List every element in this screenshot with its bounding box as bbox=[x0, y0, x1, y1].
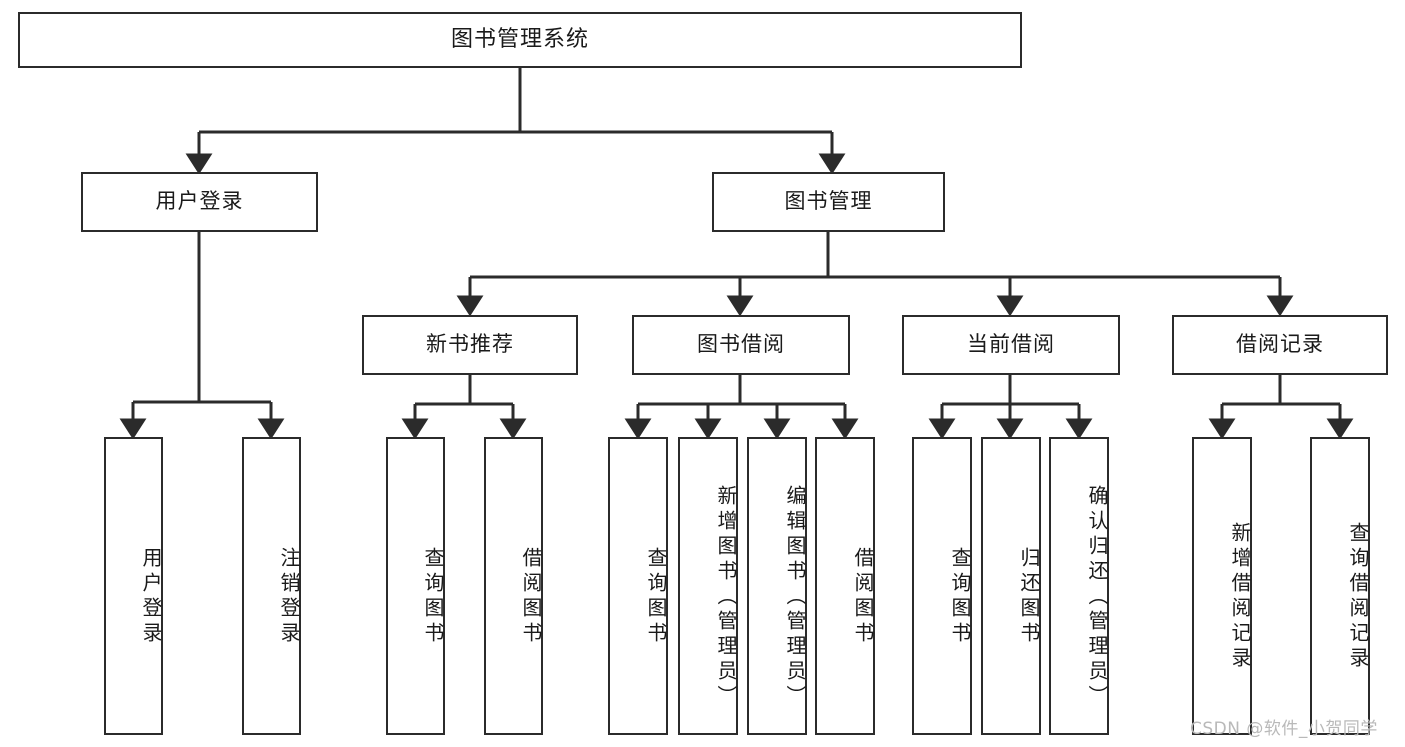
leaf-record-add-record[interactable]: 新增借阅记录 bbox=[1192, 437, 1252, 735]
leaf-borrow-borrow-book[interactable]: 借阅图书 bbox=[815, 437, 875, 735]
node-current-borrow[interactable]: 当前借阅 bbox=[902, 315, 1120, 375]
leaf-label: 借阅图书 bbox=[519, 547, 543, 647]
node-new-book-recommend[interactable]: 新书推荐 bbox=[362, 315, 578, 375]
leaf-label: 查询图书 bbox=[644, 547, 668, 647]
leaf-label: 确认归还（管理员） bbox=[1085, 484, 1109, 710]
leaf-label: 用户登录 bbox=[139, 547, 163, 647]
node-book-borrow[interactable]: 图书借阅 bbox=[632, 315, 850, 375]
leaf-borrow-add-book-admin[interactable]: 新增图书（管理员） bbox=[678, 437, 738, 735]
leaf-current-query-book[interactable]: 查询图书 bbox=[912, 437, 972, 735]
leaf-label: 查询图书 bbox=[948, 547, 972, 647]
csdn-watermark: CSDN @软件_小贺同学 bbox=[1190, 719, 1378, 739]
node-borrow-record[interactable]: 借阅记录 bbox=[1172, 315, 1388, 375]
leaf-label: 注销登录 bbox=[277, 547, 301, 647]
leaf-current-confirm-return-admin[interactable]: 确认归还（管理员） bbox=[1049, 437, 1109, 735]
leaf-record-query-record[interactable]: 查询借阅记录 bbox=[1310, 437, 1370, 735]
leaf-user-login-logout[interactable]: 注销登录 bbox=[242, 437, 301, 735]
leaf-label: 新增图书（管理员） bbox=[714, 484, 738, 710]
leaf-label: 编辑图书（管理员） bbox=[783, 484, 807, 710]
node-user-login[interactable]: 用户登录 bbox=[81, 172, 318, 232]
leaf-label: 借阅图书 bbox=[851, 547, 875, 647]
leaf-label: 查询借阅记录 bbox=[1346, 522, 1370, 672]
leaf-label: 新增借阅记录 bbox=[1228, 522, 1252, 672]
leaf-borrow-edit-book-admin[interactable]: 编辑图书（管理员） bbox=[747, 437, 807, 735]
node-book-management[interactable]: 图书管理 bbox=[712, 172, 945, 232]
leaf-user-login-login[interactable]: 用户登录 bbox=[104, 437, 163, 735]
node-root-system[interactable]: 图书管理系统 bbox=[18, 12, 1022, 68]
leaf-borrow-query-book[interactable]: 查询图书 bbox=[608, 437, 668, 735]
leaf-recommend-query-book[interactable]: 查询图书 bbox=[386, 437, 445, 735]
leaf-current-return-book[interactable]: 归还图书 bbox=[981, 437, 1041, 735]
leaf-label: 查询图书 bbox=[421, 547, 445, 647]
leaf-recommend-borrow-book[interactable]: 借阅图书 bbox=[484, 437, 543, 735]
leaf-label: 归还图书 bbox=[1017, 547, 1041, 647]
